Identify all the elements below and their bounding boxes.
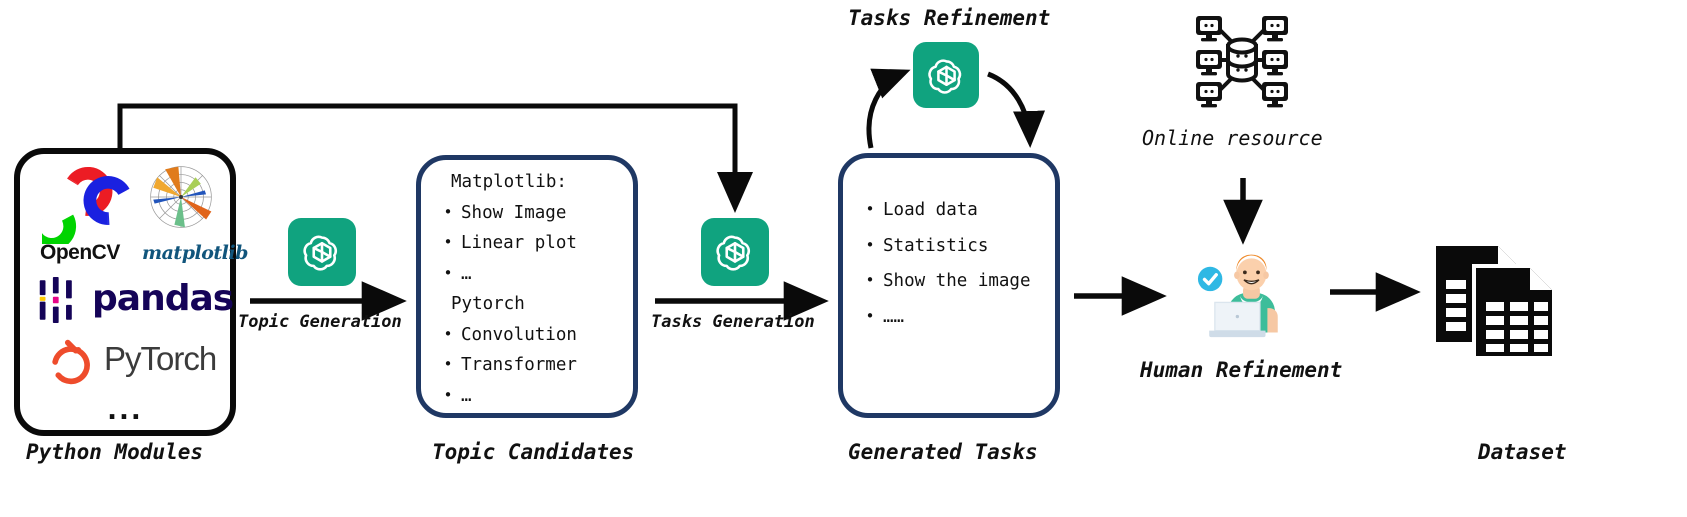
openai-logo-icon: [701, 218, 769, 286]
pandas-wordmark: pandas: [92, 278, 234, 319]
modules-ellipsis: ...: [107, 396, 143, 426]
topic-candidates-list: Matplotlib: • Show Image • Linear plot •…: [421, 160, 633, 413]
opencv-wordmark: OpenCV: [40, 241, 120, 264]
list-item-label: Show the image: [883, 271, 1031, 291]
bullet-icon: •: [865, 235, 875, 254]
pandas-logo-icon: pandas: [38, 276, 234, 324]
list-item: • Linear plot: [435, 233, 625, 253]
list-item-label: Show Image: [461, 202, 567, 223]
topic-candidates-box: Matplotlib: • Show Image • Linear plot •…: [416, 155, 638, 418]
bullet-icon: •: [443, 202, 453, 221]
tasks-generation-edge-label: Tasks Generation: [651, 312, 815, 332]
bullet-icon: •: [865, 200, 875, 218]
generated-tasks-list: • Load data • Statistics • Show the imag…: [843, 158, 1055, 413]
list-item-label: Statistics: [883, 235, 989, 256]
list-item-label: Convolution: [461, 324, 577, 345]
list-item-label: …: [461, 263, 472, 284]
document-front: [1472, 264, 1556, 360]
spreadsheet-documents-icon: [1432, 242, 1562, 364]
tasks-refinement-label: Tasks Refinement: [848, 6, 1051, 30]
online-resource-label: Online resource: [1142, 126, 1323, 150]
arrow-refine-out: [987, 71, 1046, 148]
openai-glyph: [716, 235, 751, 271]
topic-group-heading: Matplotlib:: [451, 172, 567, 192]
list-item: • ……: [857, 306, 1047, 327]
bullet-icon: •: [443, 355, 453, 373]
bullet-icon: •: [443, 233, 453, 251]
generated-tasks-box: • Load data • Statistics • Show the imag…: [838, 153, 1060, 418]
list-item: • Show Image: [435, 202, 625, 223]
dataset-label: Dataset: [1478, 440, 1567, 464]
generated-tasks-label: Generated Tasks: [848, 440, 1038, 464]
topic-group-heading: Pytorch: [451, 294, 525, 314]
list-item: • …: [435, 263, 625, 284]
bullet-icon: •: [443, 263, 453, 282]
list-item-label: Transformer: [461, 355, 577, 375]
list-item-label: Linear plot: [461, 233, 577, 253]
list-item-label: Load data: [883, 200, 978, 220]
matplotlib-wordmark: matplotlib: [142, 242, 248, 264]
bullet-icon: •: [443, 385, 453, 404]
arrow-refine-in: [866, 68, 911, 149]
verified-check-icon: [1197, 266, 1223, 292]
openai-logo-icon: [288, 218, 356, 286]
pytorch-wordmark: PyTorch: [104, 340, 217, 377]
openai-logo-icon: [913, 42, 979, 108]
human-refinement-label: Human Refinement: [1140, 358, 1343, 382]
list-item-label: …: [461, 385, 472, 406]
bullet-icon: •: [865, 306, 875, 325]
person-at-laptop-icon: [1196, 248, 1290, 340]
topic-candidates-label: Topic Candidates: [432, 440, 635, 464]
list-item: • Load data: [857, 200, 1047, 220]
topic-generation-edge-label: Topic Generation: [238, 312, 402, 332]
database-cylinder-icon: [1226, 37, 1258, 83]
python-modules-label: Python Modules: [26, 440, 204, 464]
list-item: • Transformer: [435, 355, 625, 375]
python-modules-box: OpenCV: [14, 148, 248, 436]
bullet-icon: •: [865, 271, 875, 289]
list-item: • Show the image: [857, 271, 1047, 291]
matplotlib-logo-icon: [144, 164, 218, 230]
network-database-icon: [1192, 10, 1292, 110]
list-item: • Statistics: [857, 235, 1047, 256]
openai-glyph: [927, 58, 961, 94]
openai-glyph: [303, 235, 338, 271]
list-item-label: ……: [883, 306, 905, 327]
list-item: • …: [435, 385, 625, 406]
bullet-icon: •: [443, 324, 453, 343]
opencv-logo-icon: [27, 166, 134, 251]
pytorch-logo-icon: PyTorch: [50, 336, 230, 388]
list-item: • Convolution: [435, 324, 625, 345]
